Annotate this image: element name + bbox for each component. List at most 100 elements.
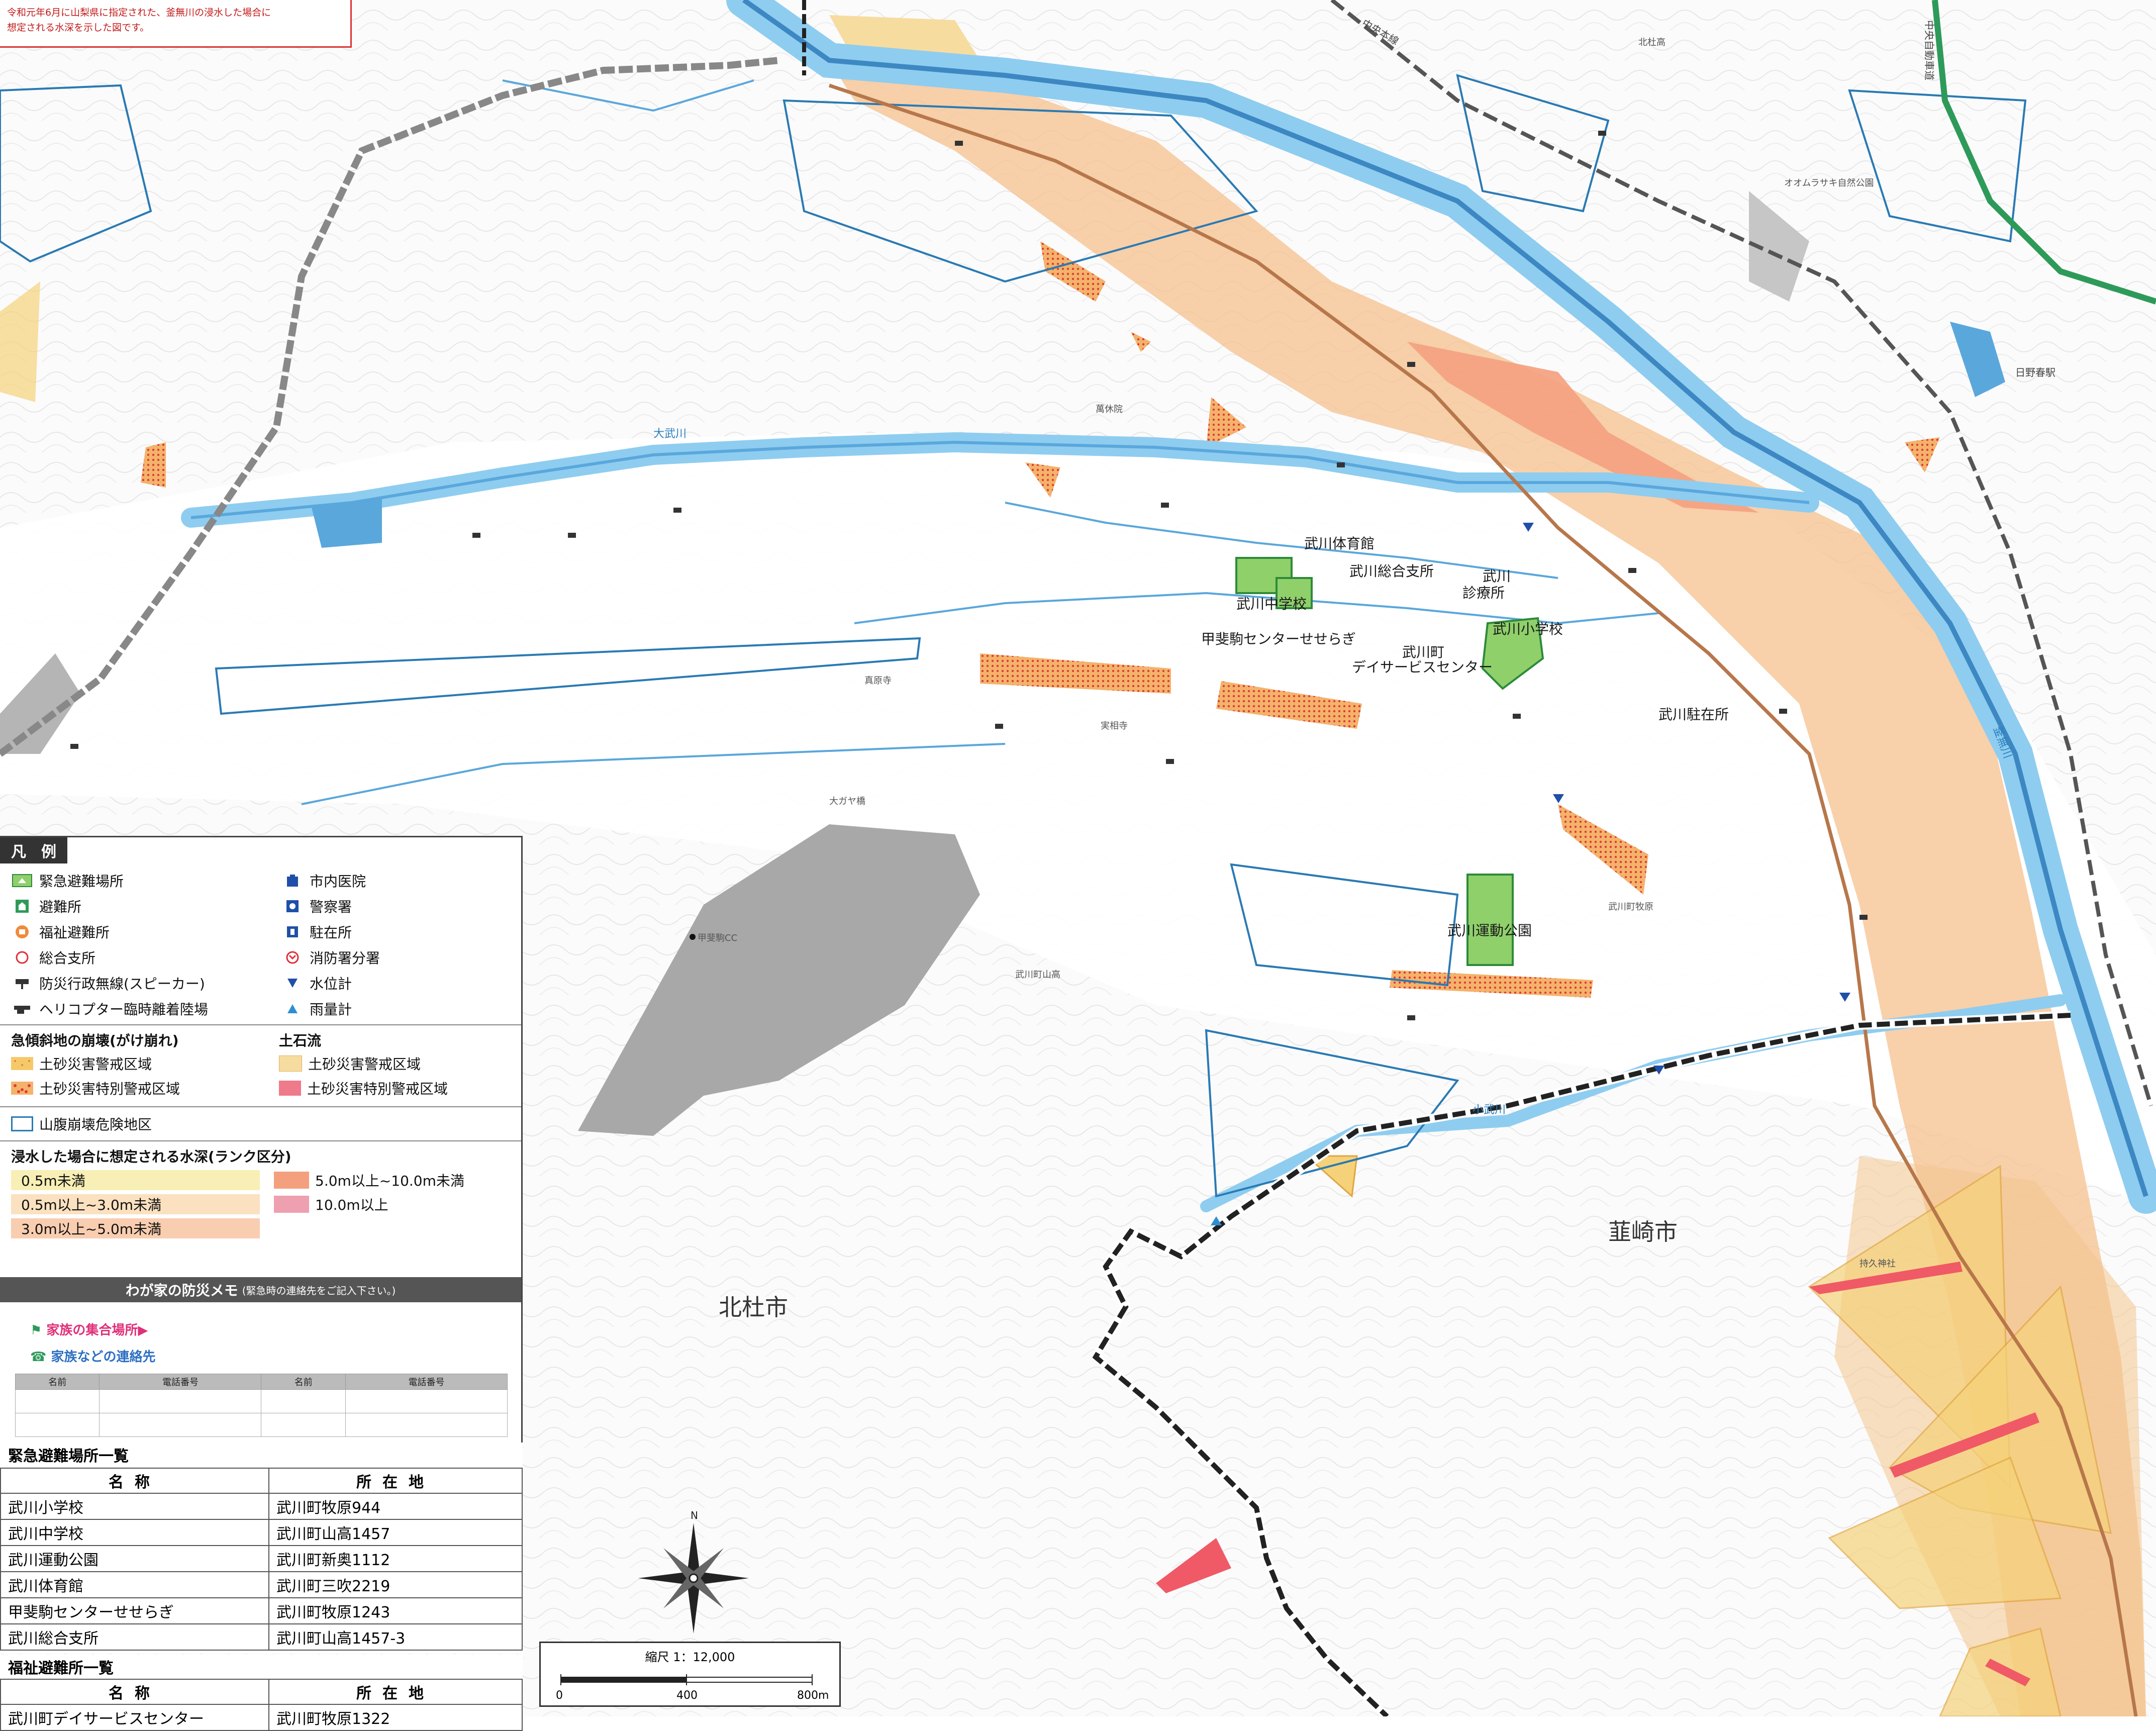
table-row: 武川小学校武川町牧原944 — [0, 1493, 523, 1520]
mountain-collapse-area — [1456, 74, 1610, 213]
stream — [301, 743, 1006, 805]
memo-cell[interactable] — [345, 1389, 508, 1413]
legend-divider — [0, 1106, 521, 1107]
legend-label: 警察署 — [310, 899, 352, 915]
legend-label: 緊急避難場所 — [39, 873, 124, 890]
legend-label: 市内医院 — [310, 873, 366, 890]
notice-box: 令和元年6月に山梨県に指定された、釜無川の浸水した場合に 想定される水深を示した… — [0, 0, 352, 48]
landslide-special-zone — [1905, 437, 1940, 472]
landslide-special-zone — [1040, 241, 1106, 302]
depth-swatch — [274, 1172, 309, 1189]
label-junior-high: 武川中学校 — [1236, 596, 1307, 612]
label-yamataka: 武川町山高 — [1015, 970, 1060, 980]
memo-cell[interactable] — [15, 1413, 100, 1437]
cell-name: 武川総合支所 — [0, 1623, 269, 1651]
depth-rank-1: 0.5m以上~3.0m未満 — [11, 1194, 260, 1214]
debris-warning-swatch — [279, 1055, 302, 1072]
memo-cell[interactable] — [345, 1413, 508, 1437]
rain-gauge-icon — [1211, 1216, 1222, 1225]
legend-item-fire-station: 消防署分署 — [281, 947, 380, 968]
stream — [1005, 502, 1558, 579]
chuo-expressway — [1932, 0, 2156, 305]
label-branch-office: 武川総合支所 — [1349, 563, 1434, 580]
legend-divider — [0, 1140, 521, 1141]
legend-label: 0.5m未満 — [21, 1173, 85, 1189]
label-sports-park: 武川運動公園 — [1447, 922, 1532, 939]
legend-label: 防災行政無線(スピーカー) — [39, 976, 205, 992]
city-label-hokuto: 北杜市 — [719, 1294, 788, 1321]
table-row: 武川中学校武川町山高1457 — [0, 1519, 523, 1546]
legend-debris-title: 土石流 — [279, 1032, 322, 1049]
debris-flow-special — [1985, 1659, 2030, 1686]
table-row: 武川総合支所武川町山高1457-3 — [0, 1623, 523, 1651]
disaster-radio-speaker-icon — [70, 131, 1868, 1020]
mountain-collapse-area — [782, 99, 1258, 283]
label-shrine: 真原寺 — [864, 676, 892, 686]
national-route-20 — [828, 83, 2138, 1716]
memo-meeting-place-label: 家族の集合場所▶ — [46, 1323, 148, 1338]
legend-panel: 凡 例 緊急避難場所 避難所 福祉避難所 総合支所 防災行政無線(スピーカー) … — [0, 836, 523, 1291]
mountain-collapse-area — [215, 637, 921, 715]
forest-road — [0, 57, 779, 757]
water-level-gauge-icon — [1553, 794, 1564, 803]
legend-label: 福祉避難所 — [39, 924, 110, 941]
cell-name: 武川小学校 — [0, 1493, 269, 1520]
stream — [502, 79, 754, 112]
emergency-list-header-name: 名称 — [0, 1468, 269, 1494]
disaster-memo-panel: わが家の防災メモ (緊急時の連絡先をご記入下さい。) ⚑ 家族の集合場所▶ ☎ … — [0, 1277, 523, 1458]
mountain-collapse-swatch — [11, 1116, 33, 1131]
label-gym: 武川体育館 — [1304, 535, 1375, 552]
mountain-collapse-area — [1205, 1029, 1459, 1198]
memo-contact-table: 名前 電話番号 名前 電話番号 — [15, 1374, 508, 1437]
legend-item-rain-gauge: 雨量計 — [281, 999, 352, 1019]
debris-flow-special — [1156, 1538, 1231, 1593]
town-area-grey — [1749, 191, 1809, 302]
memo-subtitle: (緊急時の連絡先をご記入下さい。) — [242, 1284, 396, 1297]
landslide-special-zone — [1025, 462, 1060, 498]
legend-item-emergency-site: 緊急避難場所 — [11, 871, 124, 891]
label-omukawa: 大武川 — [653, 428, 687, 440]
memo-cell[interactable] — [99, 1389, 262, 1413]
legend-item-welfare-shelter: 福祉避難所 — [11, 922, 110, 942]
legend-label: 総合支所 — [39, 950, 96, 967]
legend-label: 3.0m以上~5.0m未満 — [21, 1221, 162, 1237]
welfare-list-header-name: 名称 — [0, 1679, 269, 1705]
fire-station-icon — [281, 950, 304, 965]
valley-floor — [0, 432, 2156, 1206]
legend-label: 雨量計 — [310, 1001, 352, 1018]
notice-line-2: 想定される水深を示した図です。 — [7, 22, 150, 33]
cell-address: 武川町山高1457-3 — [268, 1623, 523, 1651]
label-chuo-expressway: 中央自動車道 — [1923, 20, 1935, 80]
label-day-service-2: デイサービスセンター — [1352, 659, 1493, 676]
legend-item-branch: 総合支所 — [11, 947, 95, 968]
depth-rank-0: 0.5m未満 — [11, 1170, 260, 1190]
welfare-site-list: 福祉避難所一覧 名称 所在地 武川町デイサービスセンター武川町牧原1322 — [0, 1655, 523, 1731]
hospital-icon — [281, 873, 304, 888]
legend-label: 消防署分署 — [310, 950, 380, 967]
cell-address: 武川町牧原944 — [268, 1493, 523, 1520]
mountain-collapse-area — [0, 84, 152, 263]
flag-icon: ⚑ — [30, 1323, 47, 1338]
memo-cell[interactable] — [261, 1389, 346, 1413]
landslide-special-zone — [980, 653, 1171, 694]
memo-cell[interactable] — [261, 1413, 346, 1437]
scale-tick-800: 800m — [797, 1689, 829, 1702]
scale-tick-0: 0 — [556, 1689, 563, 1702]
welfare-list-title: 福祉避難所一覧 — [8, 1660, 114, 1677]
water-level-gauge-icon — [1523, 523, 1534, 532]
golf-club-marker — [690, 934, 696, 940]
welfare-shelter-icon — [11, 924, 33, 939]
landslide-special-zone — [1390, 970, 1593, 998]
label-hinoharu-station: 日野春駅 — [2015, 366, 2055, 378]
memo-cell[interactable] — [99, 1413, 262, 1437]
legend-mountain-collapse: 山腹崩壊危険地区 — [11, 1114, 152, 1134]
memo-cell[interactable] — [15, 1389, 100, 1413]
legend-label: 避難所 — [39, 899, 82, 915]
memo-contacts-label: 家族などの連絡先 — [51, 1350, 156, 1365]
water-level-gauge-icon — [281, 976, 304, 991]
cell-name: 甲斐駒センターせせらぎ — [0, 1597, 269, 1624]
legend-divider — [0, 1024, 521, 1025]
heliport-icon — [11, 1001, 33, 1016]
cell-name: 武川中学校 — [0, 1519, 269, 1546]
memo-contacts: ☎ 家族などの連絡先 — [30, 1347, 155, 1365]
